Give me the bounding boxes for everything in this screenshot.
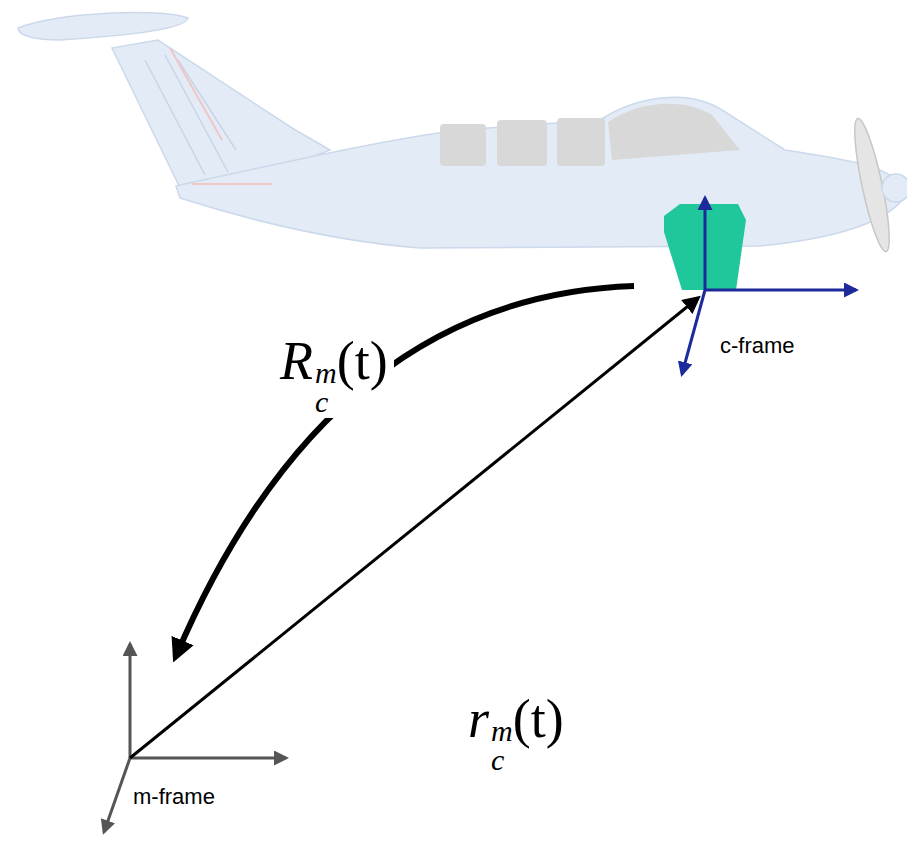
window (497, 120, 547, 166)
rotation-arrow (176, 286, 634, 656)
window (557, 118, 605, 166)
superscript: m (315, 359, 337, 388)
subscript: c (491, 746, 513, 775)
rotation-label: Rcm(t) (274, 332, 394, 418)
subscript: c (315, 388, 337, 417)
window (440, 124, 486, 166)
horizontal-stabilizer (18, 13, 188, 40)
c-frame-axes (682, 198, 856, 374)
tail-lines (145, 55, 236, 175)
position-label: rcm(t) (462, 690, 570, 776)
indices: cm (315, 359, 337, 416)
indices: cm (491, 717, 513, 774)
argument: (t) (513, 689, 564, 749)
fuselage-stripe (192, 183, 272, 185)
canopy (608, 104, 740, 160)
spinner (882, 174, 907, 202)
airplane (18, 13, 907, 254)
argument: (t) (337, 331, 388, 391)
fuselage (176, 97, 902, 248)
tail-stripe (170, 48, 222, 140)
superscript: m (491, 717, 513, 746)
m-frame-axes (104, 644, 286, 832)
frame-label: m-frame (133, 785, 215, 809)
frame-label: c-frame (720, 334, 795, 358)
symbol: R (280, 331, 313, 391)
position-vector (130, 298, 698, 758)
symbol: r (468, 689, 489, 749)
